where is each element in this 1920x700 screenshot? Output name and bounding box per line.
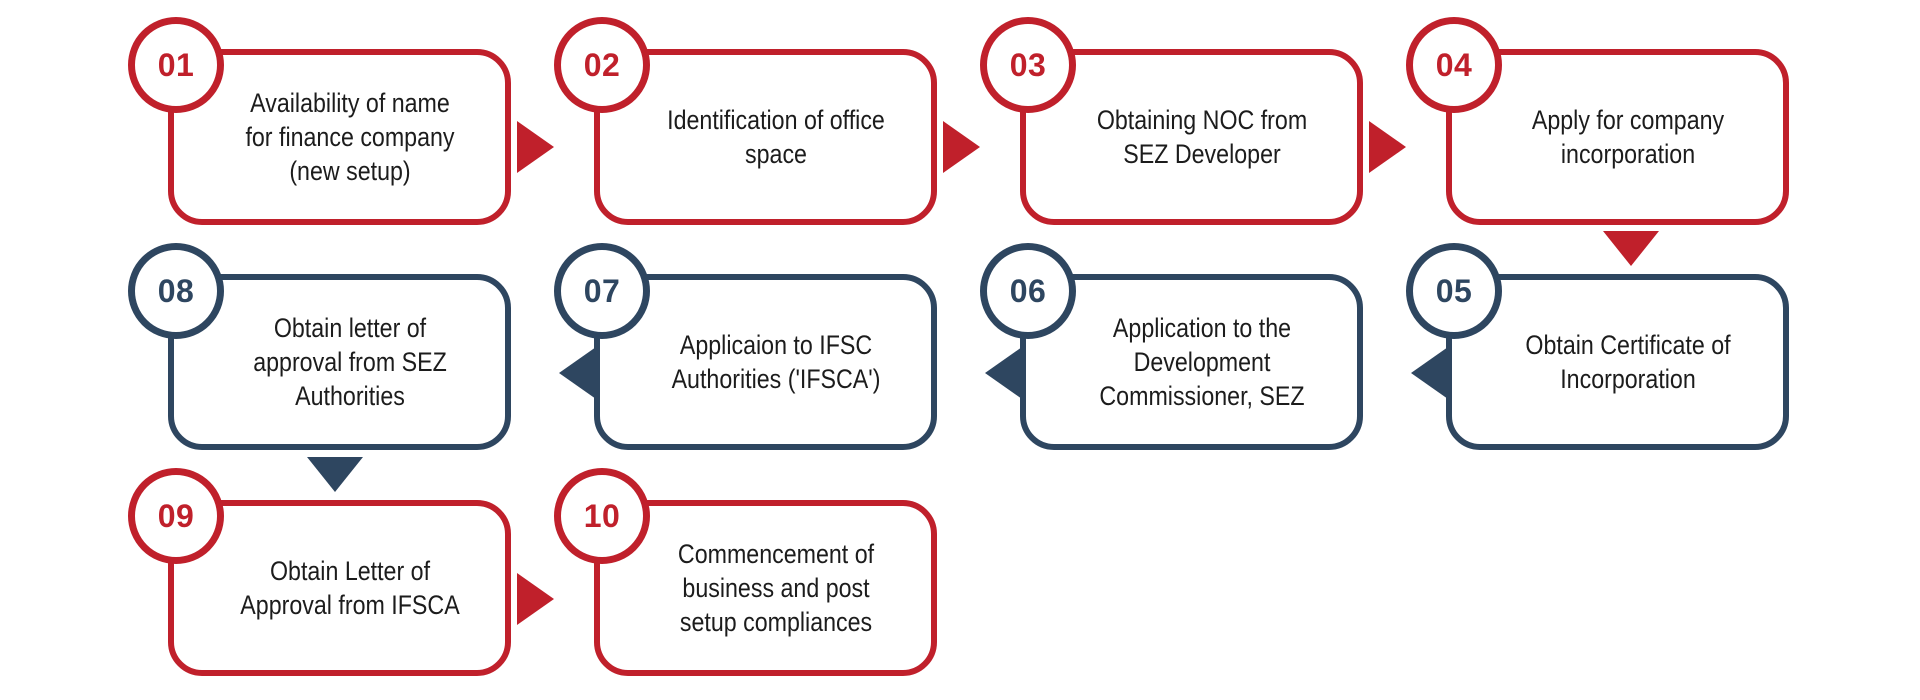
step-box-09: Obtain Letter of Approval from IFSCA xyxy=(168,500,511,676)
arrow-05-to-06 xyxy=(1411,347,1448,399)
arrow-09-to-10 xyxy=(517,573,554,625)
step-label-02: Identification of office space xyxy=(666,105,885,169)
step-number-02: 02 xyxy=(554,17,650,113)
step-number-10: 10 xyxy=(554,468,650,564)
step-box-08: Obtain letter of approval from SEZ Autho… xyxy=(168,274,511,450)
step-box-06: Application to the Development Commissio… xyxy=(1020,274,1363,450)
step-label-04: Apply for company incorporation xyxy=(1531,105,1724,169)
step-box-03: Obtaining NOC from SEZ Developer xyxy=(1020,49,1363,225)
step-label-09: Obtain Letter of Approval from IFSCA xyxy=(239,556,460,620)
step-number-05: 05 xyxy=(1406,243,1502,339)
arrow-06-to-07 xyxy=(985,347,1022,399)
step-box-07: Applicaion to IFSC Authorities ('IFSCA') xyxy=(594,274,937,450)
step-label-06: Application to the Development Commissio… xyxy=(1098,313,1305,411)
arrow-03-to-04 xyxy=(1369,121,1406,173)
step-label-10: Commencement of business and post setup … xyxy=(677,539,874,637)
step-number-07: 07 xyxy=(554,243,650,339)
step-number-04: 04 xyxy=(1406,17,1502,113)
step-box-02: Identification of office space xyxy=(594,49,937,225)
step-number-06: 06 xyxy=(980,243,1076,339)
step-label-07: Applicaion to IFSC Authorities ('IFSCA') xyxy=(671,330,880,394)
step-box-01: Availability of name for finance company… xyxy=(168,49,511,225)
step-box-05: Obtain Certificate of Incorporation xyxy=(1446,274,1789,450)
arrow-04-to-05 xyxy=(1603,231,1659,266)
step-number-03: 03 xyxy=(980,17,1076,113)
step-label-01: Availability of name for finance company… xyxy=(244,88,455,186)
step-label-08: Obtain letter of approval from SEZ Autho… xyxy=(252,313,447,411)
arrow-01-to-02 xyxy=(517,121,554,173)
step-number-01: 01 xyxy=(128,17,224,113)
step-box-04: Apply for company incorporation xyxy=(1446,49,1789,225)
step-box-10: Commencement of business and post setup … xyxy=(594,500,937,676)
arrow-02-to-03 xyxy=(943,121,980,173)
arrow-07-to-08 xyxy=(559,347,596,399)
step-label-05: Obtain Certificate of Incorporation xyxy=(1524,330,1731,394)
step-number-09: 09 xyxy=(128,468,224,564)
arrow-08-to-09 xyxy=(307,457,363,492)
step-number-08: 08 xyxy=(128,243,224,339)
step-label-03: Obtaining NOC from SEZ Developer xyxy=(1096,105,1307,169)
